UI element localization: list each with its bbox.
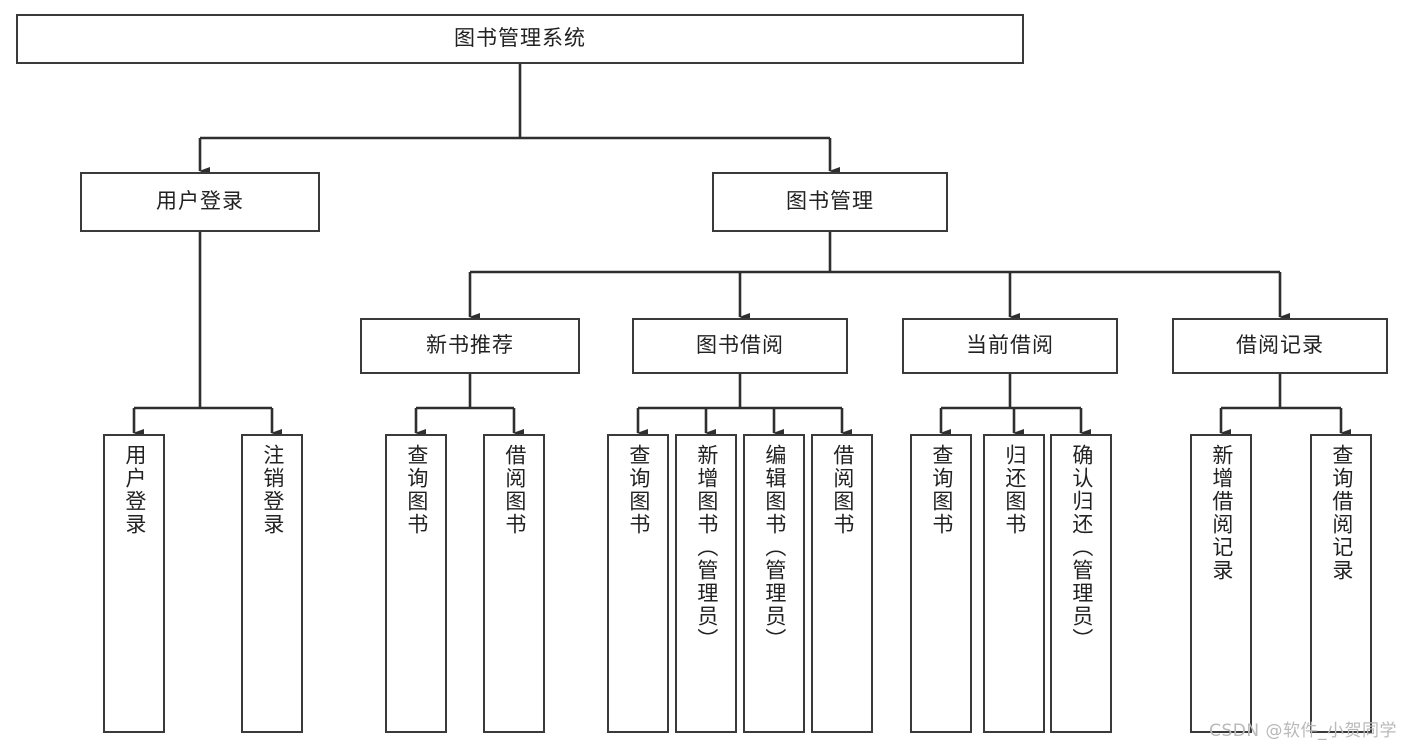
- node-recommend-borrow-book[interactable]: 借阅图书: [483, 434, 545, 733]
- node-label: 用户登录: [156, 189, 244, 214]
- node-book-borrow[interactable]: 图书借阅: [632, 318, 848, 374]
- node-label: 查询图书: [929, 444, 954, 536]
- node-new-book-recommend[interactable]: 新书推荐: [360, 318, 580, 374]
- node-record-add-record[interactable]: 新增借阅记录: [1190, 434, 1252, 733]
- node-borrow-add-book[interactable]: 新增图书（管理员）: [675, 434, 737, 733]
- node-label: 查询图书: [626, 444, 651, 536]
- node-root-system[interactable]: 图书管理系统: [16, 14, 1024, 64]
- node-record-query-record[interactable]: 查询借阅记录: [1310, 434, 1372, 733]
- node-label: 注销登录: [260, 444, 285, 536]
- node-label: 查询借阅记录: [1329, 444, 1354, 582]
- node-borrow-borrow-book[interactable]: 借阅图书: [811, 434, 873, 733]
- node-label: 借阅记录: [1236, 333, 1324, 358]
- node-label: 新书推荐: [426, 333, 514, 358]
- node-recommend-query-book[interactable]: 查询图书: [385, 434, 447, 733]
- node-label: 借阅图书: [502, 444, 527, 536]
- node-borrow-query-book[interactable]: 查询图书: [607, 434, 669, 733]
- node-current-query-book[interactable]: 查询图书: [910, 434, 972, 733]
- node-current-borrow[interactable]: 当前借阅: [902, 318, 1118, 374]
- node-borrow-edit-book[interactable]: 编辑图书（管理员）: [743, 434, 805, 733]
- node-label: 借阅图书: [830, 444, 855, 536]
- node-label: 查询图书: [404, 444, 429, 536]
- node-label: 用户登录: [122, 444, 147, 536]
- node-login-user-login[interactable]: 用户登录: [103, 434, 165, 733]
- node-label: 归还图书: [1002, 444, 1027, 536]
- node-label: 图书借阅: [696, 333, 784, 358]
- node-user-login[interactable]: 用户登录: [80, 172, 320, 232]
- node-label: 新增图书（管理员）: [694, 444, 719, 651]
- node-label: 新增借阅记录: [1209, 444, 1234, 582]
- node-label: 图书管理系统: [454, 26, 586, 51]
- csdn-watermark: CSDN @软件_小贺同学: [1209, 721, 1397, 741]
- node-label: 确认归还（管理员）: [1069, 444, 1094, 651]
- node-login-logout[interactable]: 注销登录: [241, 434, 303, 733]
- node-current-confirm-return[interactable]: 确认归还（管理员）: [1050, 434, 1112, 733]
- node-label: 编辑图书（管理员）: [762, 444, 787, 651]
- node-current-return-book[interactable]: 归还图书: [983, 434, 1045, 733]
- node-borrow-record[interactable]: 借阅记录: [1172, 318, 1388, 374]
- node-book-management[interactable]: 图书管理: [712, 172, 948, 232]
- node-label: 当前借阅: [966, 333, 1054, 358]
- node-label: 图书管理: [786, 189, 874, 214]
